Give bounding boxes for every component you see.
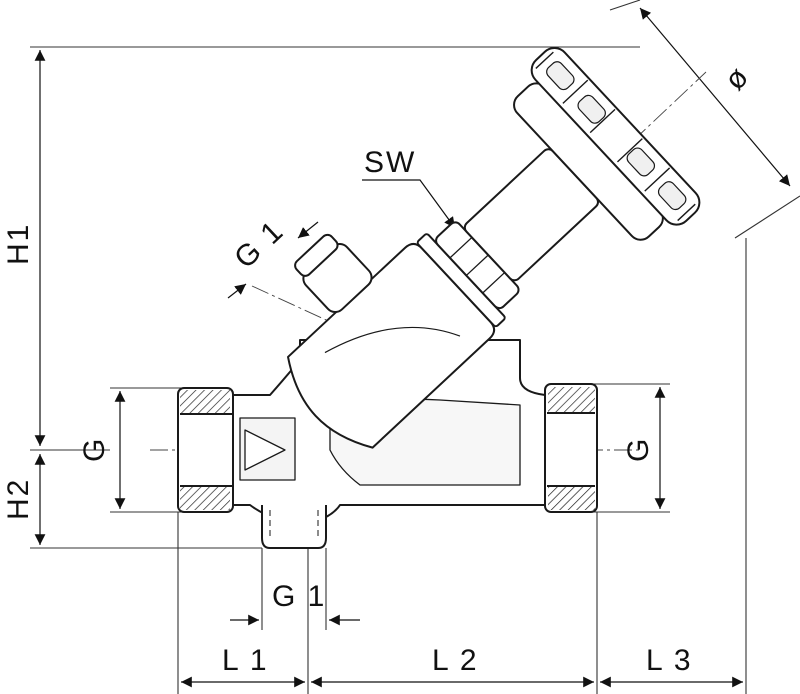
sw-label: SW	[364, 146, 416, 179]
bottom-drain-port	[261, 505, 327, 549]
labels: H1 H2 G G G 1 G 1 SW ø L 1 L 2 L 3	[2, 60, 756, 677]
side-port	[294, 233, 373, 314]
g1-top-arrow-b	[227, 283, 247, 299]
g1-bottom-label: G 1	[272, 580, 326, 613]
h2-label: H2	[2, 478, 35, 520]
g1-top-label: G 1	[228, 214, 290, 275]
l2-label: L 2	[432, 644, 479, 677]
angled-bonnet	[287, 47, 701, 449]
phi-label: ø	[718, 60, 756, 97]
right-thread-end	[544, 383, 598, 513]
phi-dim-line	[639, 7, 791, 187]
g-left-label: G	[78, 437, 111, 462]
dimension-arrows	[34, 7, 791, 688]
g1-top-arrow-a	[297, 221, 319, 239]
g-right-label: G	[622, 437, 655, 462]
sw-leader	[362, 179, 456, 229]
l3-label: L 3	[646, 644, 693, 677]
left-thread-end	[177, 387, 234, 513]
handwheel	[513, 47, 701, 241]
l1-label: L 1	[222, 644, 269, 677]
h1-label: H1	[2, 223, 35, 265]
